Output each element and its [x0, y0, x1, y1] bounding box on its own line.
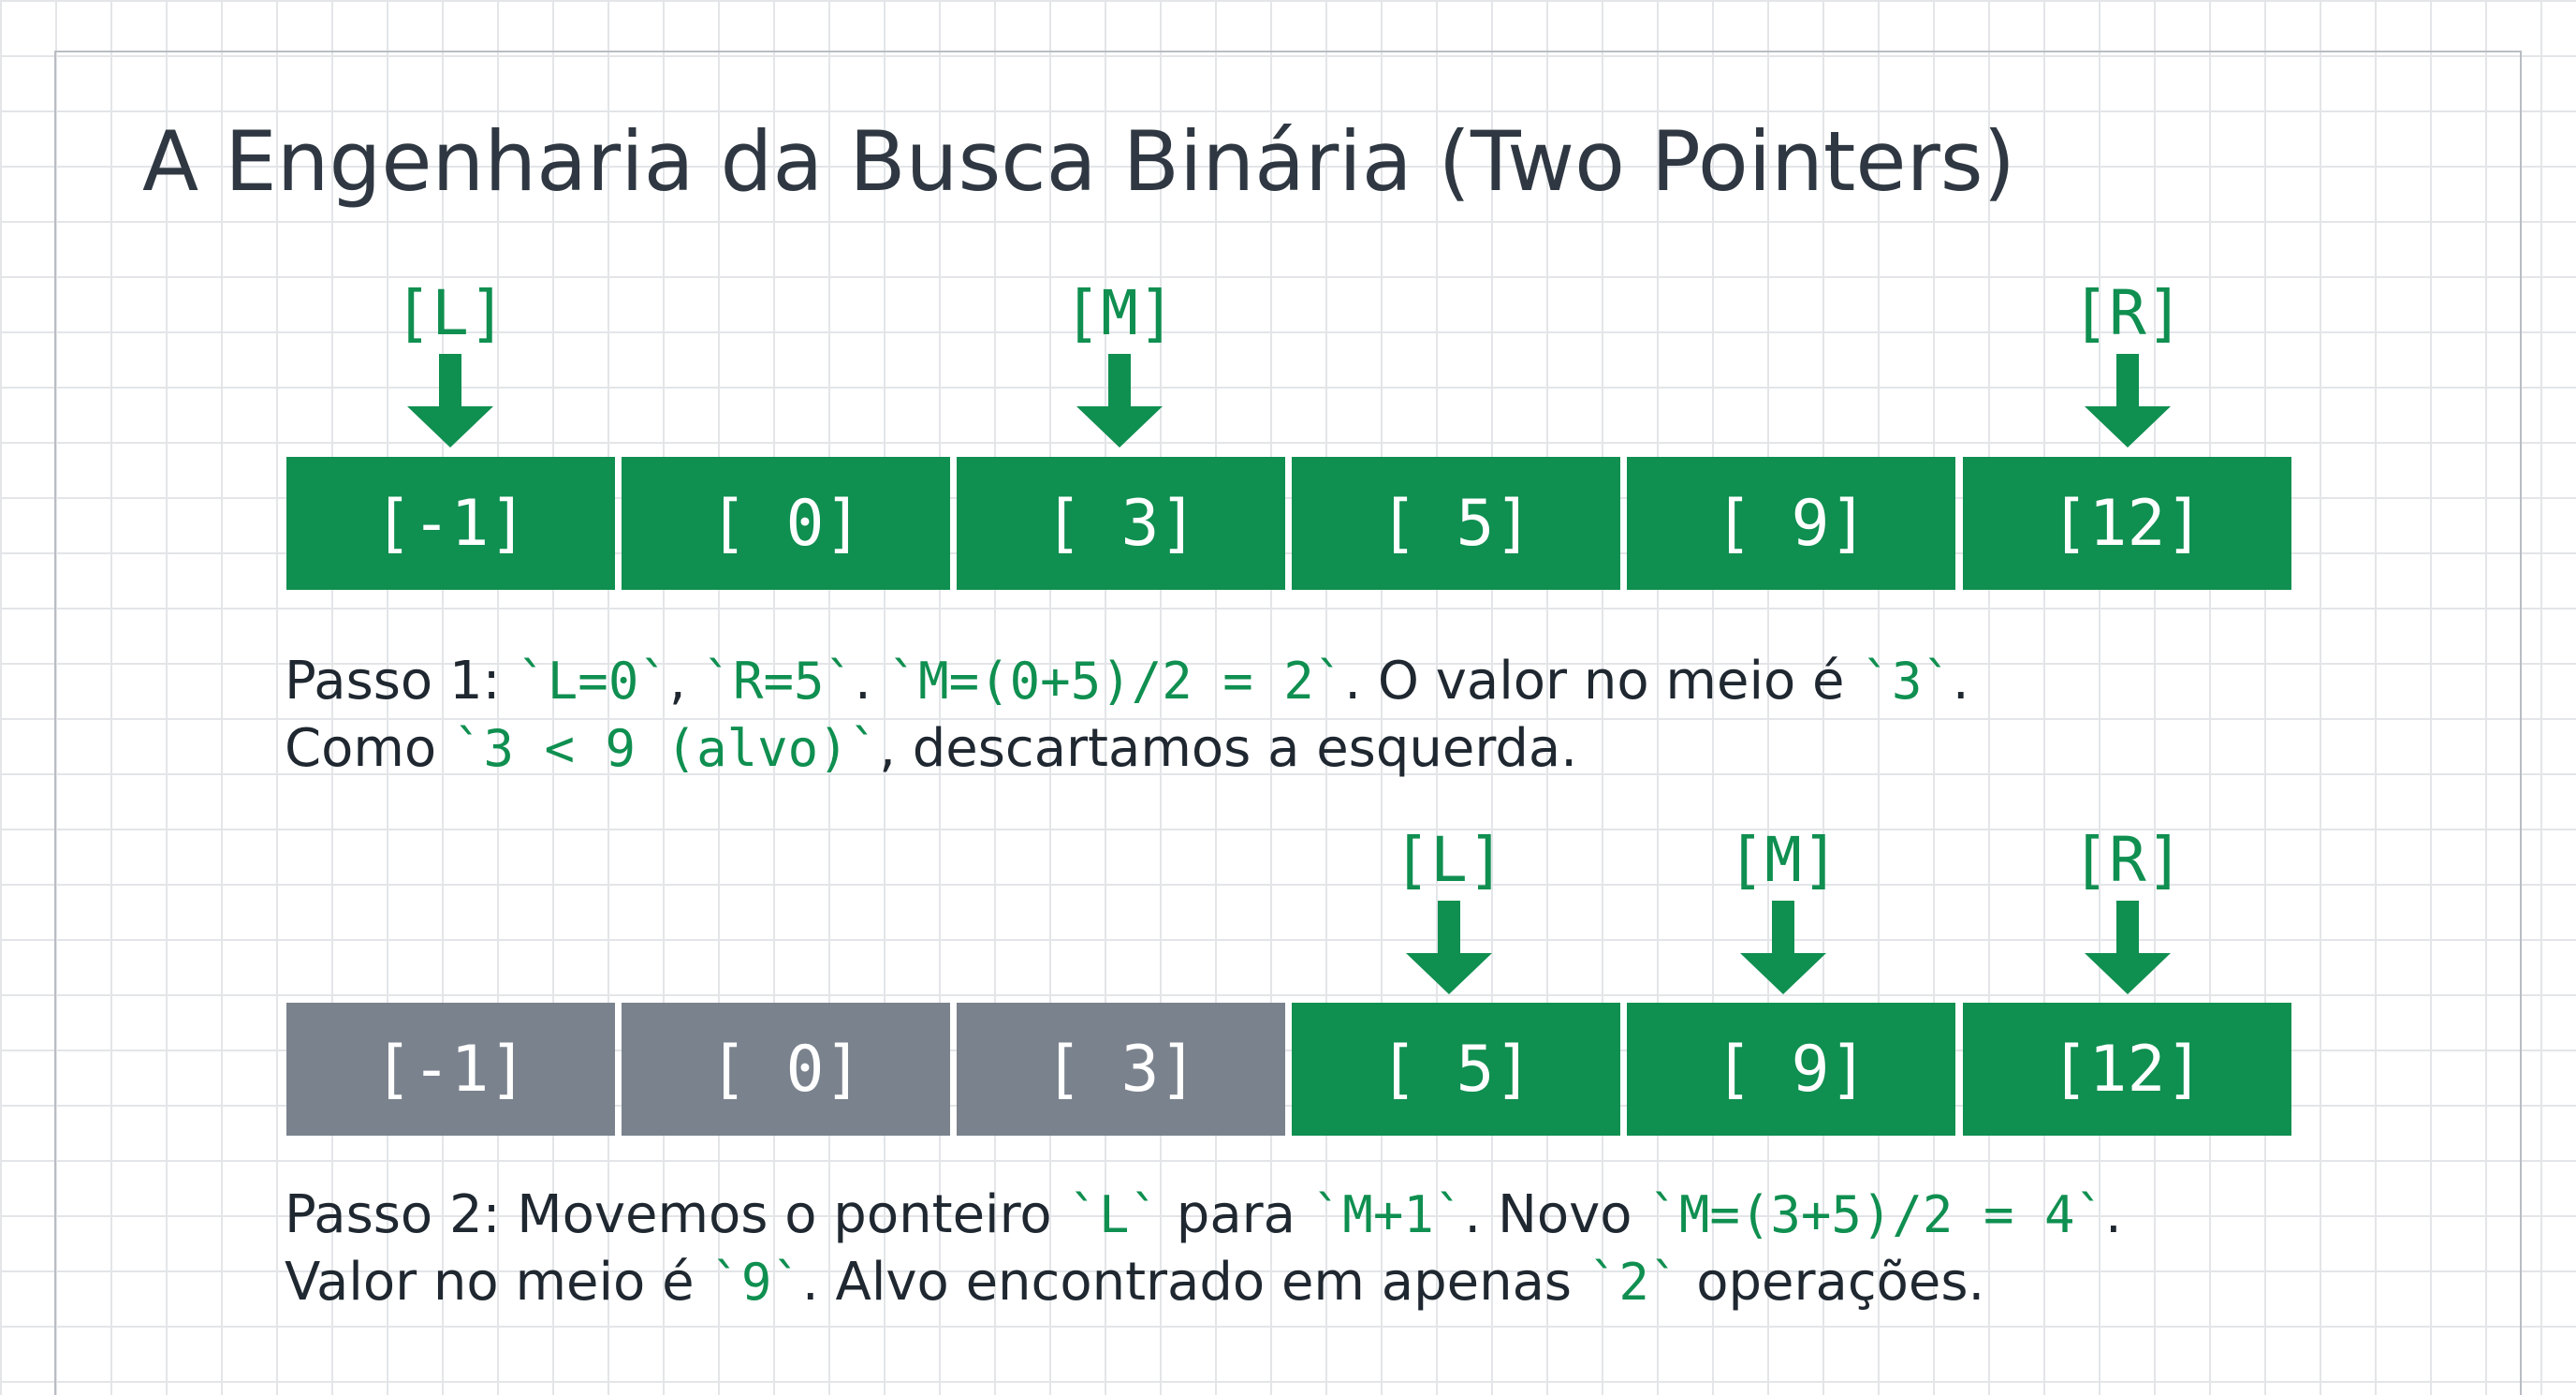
pointer-label: [R] — [2071, 824, 2184, 896]
text: . Alvo encontrado em apenas — [801, 1252, 1588, 1313]
arrow-down-icon — [2085, 354, 2171, 448]
array-cell: [-1] — [286, 457, 615, 590]
arrow-down-icon — [1076, 354, 1163, 448]
pointer-l-step-1: [L] — [371, 277, 530, 449]
array-cell: [12] — [1963, 457, 2291, 590]
arrow-down-icon — [2085, 901, 2171, 994]
array-cell: [12] — [1963, 1003, 2291, 1136]
text: . O valor no meio é — [1344, 651, 1862, 712]
text: Como — [285, 718, 453, 779]
array-cell: [ 5] — [1292, 1003, 1620, 1136]
pointer-r-step-2: [R] — [2048, 824, 2207, 996]
text: , — [668, 651, 703, 712]
code-snippet: `R=5` — [702, 652, 856, 711]
step-1-description: Passo 1: `L=0`, `R=5`. `M=(0+5)/2 = 2`. … — [285, 648, 1969, 783]
pointer-label: [L] — [1393, 824, 1505, 896]
pointer-m-step-1: [M] — [1040, 277, 1199, 449]
text: Valor no meio é — [285, 1252, 711, 1313]
arrow-down-icon — [1406, 901, 1492, 994]
array-cell: [ 9] — [1627, 457, 1955, 590]
code-snippet: `3` — [1861, 652, 1953, 711]
array-step-1: [-1] [ 0] [ 3] [ 5] [ 9] [12] — [286, 457, 2291, 590]
array-cell: [ 3] — [957, 457, 1285, 590]
pointer-label: [L] — [394, 277, 506, 349]
slide-frame — [54, 51, 2522, 1395]
text: . — [1952, 651, 1969, 712]
arrow-down-icon — [407, 354, 493, 448]
code-snippet: `2` — [1588, 1253, 1680, 1312]
array-cell-discarded: [ 0] — [622, 1003, 950, 1136]
step-2-description: Passo 2: Movemos o ponteiro `L` para `M+… — [285, 1182, 2122, 1316]
text: operações. — [1679, 1252, 1985, 1313]
array-cell-discarded: [-1] — [286, 1003, 615, 1136]
array-step-2: [-1] [ 0] [ 3] [ 5] [ 9] [12] — [286, 1003, 2291, 1136]
code-snippet: `9` — [710, 1253, 802, 1312]
step-2-line-1: Passo 2: Movemos o ponteiro `L` para `M+… — [285, 1182, 2122, 1249]
code-snippet: `M+1` — [1311, 1185, 1465, 1244]
pointer-label: [M] — [1727, 824, 1839, 896]
pointer-r-step-1: [R] — [2048, 277, 2207, 449]
code-snippet: `M=(3+5)/2 = 4` — [1648, 1185, 2105, 1244]
text: . — [855, 651, 888, 712]
code-snippet: `M=(0+5)/2 = 2` — [887, 652, 1345, 711]
code-snippet: `L=0` — [517, 652, 669, 711]
array-cell: [ 5] — [1292, 457, 1620, 590]
arrow-down-icon — [1740, 901, 1826, 994]
pointer-m-step-2: [M] — [1704, 824, 1863, 996]
text: . — [2105, 1184, 2122, 1245]
text: para — [1159, 1184, 1312, 1245]
text: Passo 1: — [285, 651, 518, 712]
step-1-line-2: Como `3 < 9 (alvo)`, descartamos a esque… — [285, 715, 1969, 783]
step-2-line-2: Valor no meio é `9`. Alvo encontrado em … — [285, 1249, 2122, 1316]
text: . Novo — [1464, 1184, 1649, 1245]
array-cell: [ 9] — [1627, 1003, 1955, 1136]
step-1-line-1: Passo 1: `L=0`, `R=5`. `M=(0+5)/2 = 2`. … — [285, 648, 1969, 715]
text: , descartamos a esquerda. — [879, 718, 1578, 779]
array-cell-discarded: [ 3] — [957, 1003, 1285, 1136]
pointer-label: [M] — [1063, 277, 1176, 349]
array-cell: [ 0] — [622, 457, 950, 590]
code-snippet: `3 < 9 (alvo)` — [452, 719, 880, 778]
pointer-label: [R] — [2071, 277, 2184, 349]
text: Passo 2: Movemos o ponteiro — [285, 1184, 1069, 1245]
page-title: A Engenharia da Busca Binária (Two Point… — [142, 113, 2015, 210]
code-snippet: `L` — [1068, 1185, 1160, 1244]
pointer-l-step-2: [L] — [1369, 824, 1529, 996]
